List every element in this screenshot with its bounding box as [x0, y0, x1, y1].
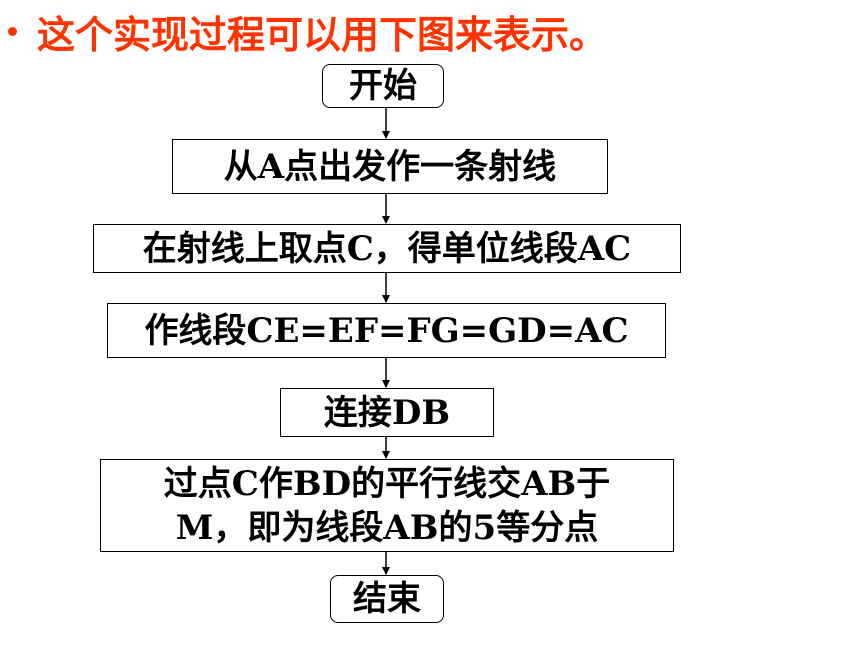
- flow-step-4: 连接DB: [280, 388, 494, 437]
- flow-step-2: 在射线上取点C，得单位线段AC: [93, 224, 681, 273]
- flow-start-node: 开始: [322, 64, 444, 108]
- flow-end-label: 结束: [353, 579, 421, 619]
- flow-start-label: 开始: [349, 66, 417, 106]
- flow-step-5-line-2: M，即为线段AB的5等分点: [175, 507, 599, 548]
- flow-step-4-label: 连接DB: [323, 392, 451, 433]
- flow-step-3: 作线段CE=EF=FG=GD=AC: [107, 303, 666, 358]
- flow-step-2-label: 在射线上取点C，得单位线段AC: [142, 228, 632, 269]
- flow-step-3-label: 作线段CE=EF=FG=GD=AC: [144, 310, 629, 351]
- flow-step-1: 从A点出发作一条射线: [172, 139, 608, 194]
- heading-text: 这个实现过程可以用下图来表示。: [37, 12, 608, 57]
- flow-end-node: 结束: [330, 575, 444, 623]
- flow-step-5: 过点C作BD的平行线交AB于 M，即为线段AB的5等分点: [100, 459, 674, 552]
- bullet-icon: [8, 26, 17, 36]
- slide-heading: 这个实现过程可以用下图来表示。: [8, 4, 607, 58]
- flow-step-1-label: 从A点出发作一条射线: [223, 146, 557, 187]
- flow-step-5-line-1: 过点C作BD的平行线交AB于: [163, 463, 611, 504]
